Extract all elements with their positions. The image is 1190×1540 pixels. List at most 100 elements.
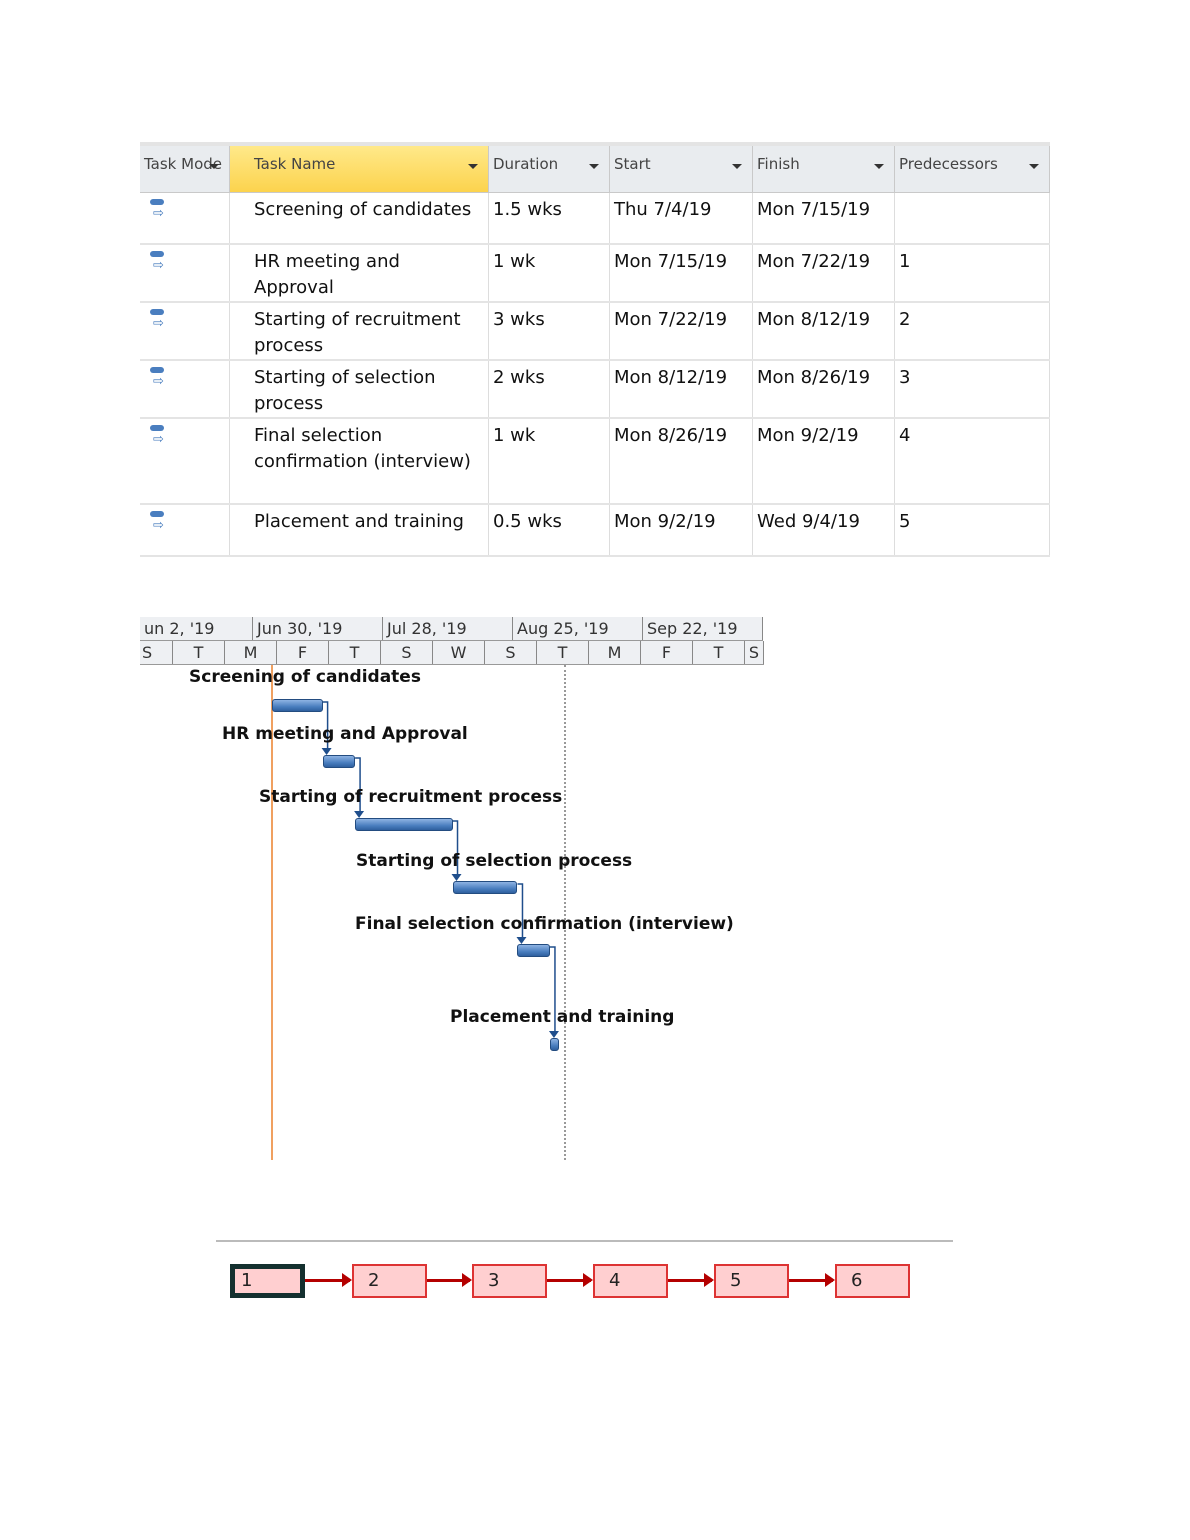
duration-cell[interactable]: 3 wks: [489, 303, 610, 359]
task-bar[interactable]: [355, 818, 453, 831]
start-cell[interactable]: Thu 7/4/19: [610, 193, 753, 243]
task-name-cell[interactable]: HR meeting and Approval: [230, 245, 489, 301]
dropdown-arrow-icon[interactable]: [209, 164, 219, 169]
start-cell[interactable]: Mon 7/15/19: [610, 245, 753, 301]
duration-cell[interactable]: 1 wk: [489, 419, 610, 503]
dropdown-arrow-icon[interactable]: [1029, 164, 1039, 169]
auto-scheduled-icon: [144, 249, 164, 279]
col-task-name[interactable]: Task Name: [230, 146, 489, 192]
dependency-arrow: [549, 946, 556, 1032]
start-cell[interactable]: Mon 8/12/19: [610, 361, 753, 417]
dependency-links: [321, 701, 559, 1038]
task-bar[interactable]: [322, 755, 356, 768]
timescale-unit: S: [745, 641, 764, 664]
timescale-period: Jun 30, '19: [253, 617, 383, 640]
task-bar[interactable]: [452, 881, 518, 894]
table-row[interactable]: Starting of selection process 2 wks Mon …: [140, 361, 1050, 419]
auto-scheduled-icon: [144, 307, 164, 337]
dependency-arrow: [355, 757, 361, 812]
dependency-arrow: [322, 701, 329, 749]
task-bar-label: Placement and training: [450, 1007, 675, 1027]
timescale-unit: T: [693, 641, 745, 664]
predecessors-cell[interactable]: 4: [895, 419, 1050, 503]
task-bar-label: Final selection confirmation (interview): [355, 914, 734, 934]
task-name-cell[interactable]: Screening of candidates: [230, 193, 489, 243]
table-header: Task Mode Task Name Duration Start Finis…: [140, 146, 1050, 193]
timescale-unit: W: [433, 641, 485, 664]
task-bar[interactable]: [517, 944, 550, 957]
task-mode-cell: [140, 303, 230, 359]
table-row[interactable]: HR meeting and Approval 1 wk Mon 7/15/19…: [140, 245, 1050, 303]
task-mode-cell: [140, 361, 230, 417]
task-name-cell[interactable]: Final selection confirmation (interview): [230, 419, 489, 503]
col-label: Duration: [493, 155, 559, 173]
network-node[interactable]: 6: [835, 1264, 910, 1298]
network-node[interactable]: 4: [593, 1264, 668, 1298]
table-row[interactable]: Placement and training 0.5 wks Mon 9/2/1…: [140, 505, 1050, 557]
finish-cell[interactable]: Mon 7/22/19: [753, 245, 895, 301]
task-bar[interactable]: [271, 699, 323, 712]
duration-cell[interactable]: 2 wks: [489, 361, 610, 417]
predecessors-cell[interactable]: 5: [895, 505, 1050, 555]
network-link-arrow: [789, 1273, 835, 1287]
col-duration[interactable]: Duration: [489, 146, 610, 192]
start-cell[interactable]: Mon 8/26/19: [610, 419, 753, 503]
timescale-period: Jul 28, '19: [383, 617, 513, 640]
dropdown-arrow-icon[interactable]: [468, 164, 478, 169]
finish-cell[interactable]: Mon 7/15/19: [753, 193, 895, 243]
network-node[interactable]: 5: [714, 1264, 789, 1298]
timescale-unit: F: [641, 641, 693, 664]
timescale-unit: M: [589, 641, 641, 664]
col-predecessors[interactable]: Predecessors: [895, 146, 1050, 192]
task-mode-cell: [140, 505, 230, 555]
col-finish[interactable]: Finish: [753, 146, 895, 192]
timescale-unit: F: [277, 641, 329, 664]
duration-cell[interactable]: 1 wk: [489, 245, 610, 301]
finish-cell[interactable]: Wed 9/4/19: [753, 505, 895, 555]
timescale-unit: T: [329, 641, 381, 664]
predecessors-cell[interactable]: [895, 193, 1050, 243]
task-bar[interactable]: [549, 1038, 560, 1051]
timescale-period: Sep 22, '19: [643, 617, 763, 640]
auto-scheduled-icon: [144, 509, 164, 539]
network-link-arrow: [668, 1273, 714, 1287]
finish-cell[interactable]: Mon 9/2/19: [753, 419, 895, 503]
project-start-line: [271, 665, 273, 1160]
task-name-cell[interactable]: Placement and training: [230, 505, 489, 555]
predecessors-cell[interactable]: 3: [895, 361, 1050, 417]
task-bar-label: Starting of recruitment process: [259, 787, 563, 807]
auto-scheduled-icon: [144, 365, 164, 395]
task-mode-cell: [140, 193, 230, 243]
duration-cell[interactable]: 0.5 wks: [489, 505, 610, 555]
finish-cell[interactable]: Mon 8/12/19: [753, 303, 895, 359]
auto-scheduled-icon: [144, 197, 164, 227]
arrow-head-icon: [451, 874, 462, 881]
task-name-cell[interactable]: Starting of recruitment process: [230, 303, 489, 359]
arrow-head-icon: [321, 748, 332, 755]
col-start[interactable]: Start: [610, 146, 753, 192]
duration-cell[interactable]: 1.5 wks: [489, 193, 610, 243]
start-cell[interactable]: Mon 7/22/19: [610, 303, 753, 359]
table-row[interactable]: Starting of recruitment process 3 wks Mo…: [140, 303, 1050, 361]
dropdown-arrow-icon[interactable]: [874, 164, 884, 169]
dropdown-arrow-icon[interactable]: [732, 164, 742, 169]
network-node[interactable]: 1: [230, 1264, 305, 1298]
finish-cell[interactable]: Mon 8/26/19: [753, 361, 895, 417]
timescale-unit: S: [485, 641, 537, 664]
network-node[interactable]: 3: [472, 1264, 547, 1298]
predecessors-cell[interactable]: 2: [895, 303, 1050, 359]
col-task-mode[interactable]: Task Mode: [140, 146, 230, 192]
dropdown-arrow-icon[interactable]: [589, 164, 599, 169]
network-link-arrow: [305, 1273, 352, 1287]
predecessors-cell[interactable]: 1: [895, 245, 1050, 301]
table-row[interactable]: Screening of candidates 1.5 wks Thu 7/4/…: [140, 193, 1050, 245]
network-link-arrow: [547, 1273, 593, 1287]
divider: [216, 1240, 953, 1242]
table-row[interactable]: Final selection confirmation (interview)…: [140, 419, 1050, 505]
col-label: Predecessors: [899, 155, 998, 173]
task-bar-label: HR meeting and Approval: [222, 724, 468, 744]
network-node[interactable]: 2: [352, 1264, 427, 1298]
task-name-cell[interactable]: Starting of selection process: [230, 361, 489, 417]
start-cell[interactable]: Mon 9/2/19: [610, 505, 753, 555]
